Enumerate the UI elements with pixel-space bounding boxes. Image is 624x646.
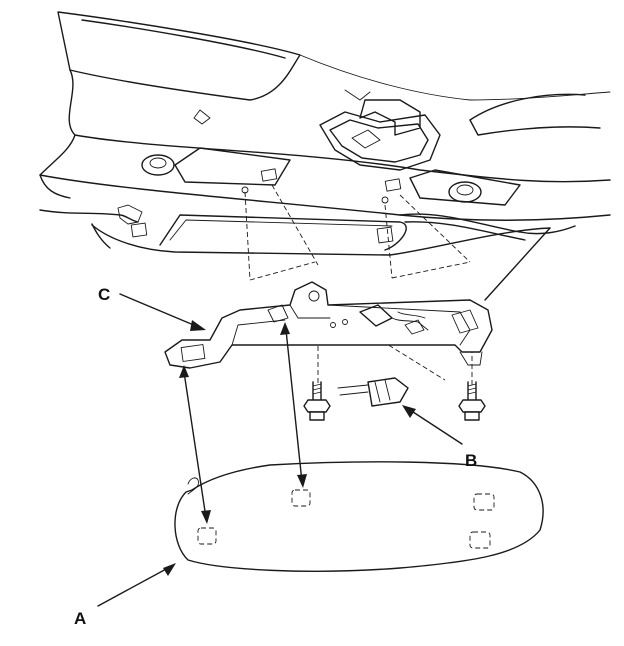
callout-b-label: B [465,451,477,470]
alignment-arrows [179,322,307,524]
callout-a-label: A [74,609,86,628]
leader-c [119,293,206,331]
connector-b [337,377,409,407]
bolt-left [303,381,331,421]
leader-a [97,563,176,607]
alignment-guides [244,184,473,385]
light-lens [174,461,544,572]
bolt-right [458,381,486,421]
leader-b [402,405,463,445]
callout-c-label: C [98,285,110,304]
headliner-panel [39,11,611,301]
mounting-bracket [164,281,493,369]
